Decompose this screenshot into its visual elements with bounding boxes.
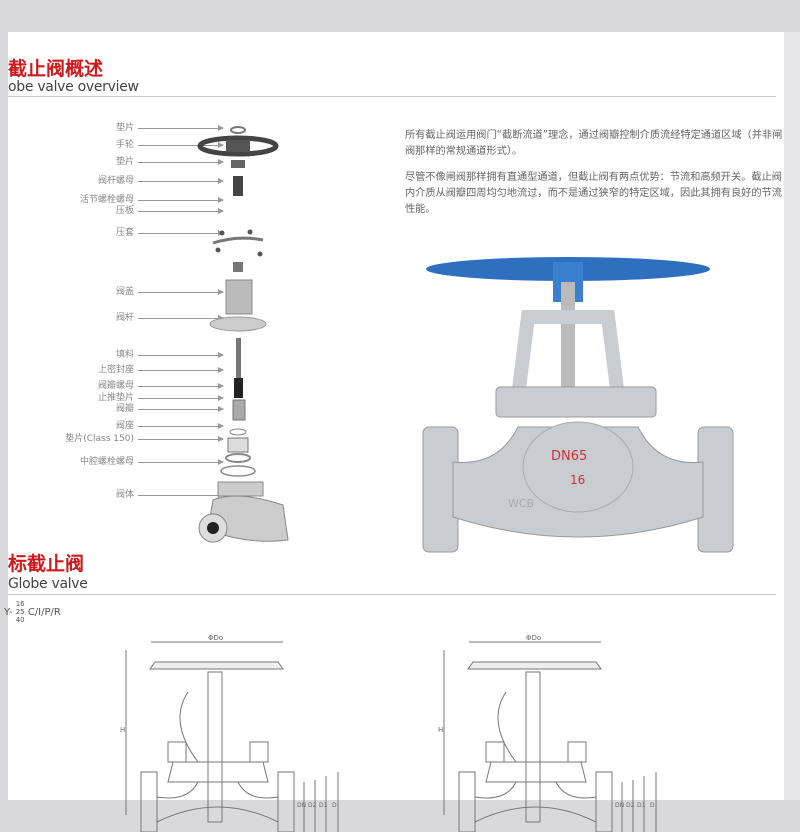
- part-label: 手轮: [115, 140, 134, 150]
- model-suffix: C/I/P/R: [27, 607, 61, 618]
- dim-dn: DN: [297, 802, 306, 809]
- part-label: 压套: [115, 228, 134, 238]
- leader-arrow: [138, 208, 224, 214]
- dim-dn: DN: [615, 802, 624, 809]
- part-label: 阀盖: [115, 287, 134, 297]
- part-label: 垫片(Class 150): [65, 434, 134, 444]
- part-label: 填料: [115, 350, 134, 360]
- marking-dn: DN65: [551, 449, 587, 464]
- divider: [8, 594, 776, 595]
- leader-arrow: [138, 436, 224, 442]
- description-paragraph: 所有截止阀运用阀门“截断流道”理念，通过阀瓣控制介质流经特定通道区域（并非闸阀那…: [405, 130, 783, 157]
- dim-d1: D1: [637, 802, 646, 809]
- part-label: 阀瓣螺母: [97, 381, 134, 391]
- dim-do: ΦDo: [208, 634, 223, 642]
- globe-subtitle: Globe valve: [8, 576, 88, 592]
- leader-arrow: [138, 125, 224, 131]
- model-pn-stack: 16 25 40: [16, 600, 25, 624]
- part-label: 止推垫片: [97, 393, 134, 403]
- overview-description: 所有截止阀运用阀门“截断流道”理念，通过阀瓣控制介质流经特定通道区域（并非闸阀那…: [405, 128, 790, 228]
- leader-arrow: [138, 178, 224, 184]
- leader-arrow: [138, 142, 224, 148]
- catalog-page: 截止阀概述 obe valve overview 垫片手轮垫片阀杆螺母活节螺栓螺…: [4, 32, 784, 832]
- part-label: 垫片: [115, 157, 134, 167]
- leader-arrow: [138, 406, 224, 412]
- part-label: 阀体: [115, 490, 134, 500]
- technical-drawing-left: ΦDo H DN D2 D1 D: [120, 634, 339, 832]
- part-label: 阀瓣: [115, 404, 134, 414]
- overview-subtitle: obe valve overview: [8, 79, 139, 95]
- leader-arrow: [138, 197, 224, 203]
- dim-d: D: [650, 802, 655, 809]
- model-pn: 16: [15, 600, 25, 608]
- overview-title: 截止阀概述: [8, 58, 104, 80]
- leader-arrow: [138, 395, 224, 401]
- marking-pn: 16: [570, 473, 585, 487]
- dim-d2: D2: [308, 802, 317, 809]
- model-code: Y- 16 25 40 C/I/P/R: [4, 600, 61, 624]
- model-prefix: Y-: [4, 607, 13, 618]
- exploded-valve-illustration: [197, 126, 289, 543]
- globe-valve-photo: DN65 16 WCB: [422, 257, 734, 553]
- description-paragraph: 尽管不像闸阀那样拥有直通型通道，但截止阀有两点优势：节流和高频开关。截止阀内介质…: [405, 172, 782, 215]
- divider: [8, 96, 776, 97]
- dim-d2: D2: [626, 802, 635, 809]
- part-label: 阀杆: [115, 313, 134, 323]
- part-label: 垫片: [115, 123, 134, 133]
- leader-arrow: [138, 289, 224, 295]
- page-edge: [784, 32, 800, 800]
- leader-arrow: [138, 459, 224, 465]
- dim-do: ΦDo: [526, 634, 541, 642]
- leader-arrow: [138, 352, 224, 358]
- part-label: 中腔螺栓螺母: [79, 457, 134, 467]
- model-pn: 40: [15, 616, 25, 624]
- part-label: 活节螺栓螺母: [79, 195, 134, 205]
- model-pn: 25: [15, 608, 25, 616]
- technical-drawing-right: ΦDo H DN D2 D1 D: [438, 634, 657, 832]
- leader-arrow: [138, 383, 224, 389]
- dim-h: H: [438, 726, 443, 734]
- part-label: 压板: [115, 206, 134, 216]
- dim-d1: D1: [319, 802, 328, 809]
- globe-title: 标截止阀: [8, 553, 85, 575]
- leader-arrow: [138, 367, 224, 373]
- part-label: 阀座: [115, 421, 134, 431]
- dim-h: H: [120, 726, 125, 734]
- leader-arrow: [138, 423, 224, 429]
- leader-arrow: [138, 159, 224, 165]
- dim-d: D: [332, 802, 337, 809]
- marking-material: WCB: [508, 497, 534, 510]
- part-label: 上密封座: [97, 365, 134, 375]
- part-label: 阀杆螺母: [97, 176, 134, 186]
